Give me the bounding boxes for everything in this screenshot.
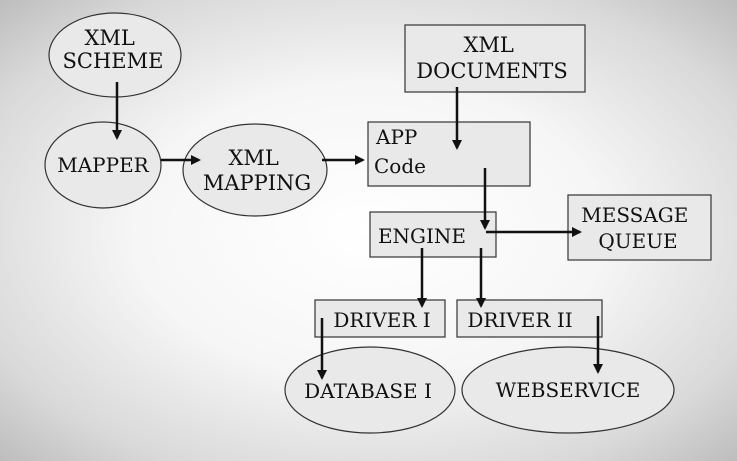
xml-mapping-node xyxy=(182,123,328,217)
xml-mapping-label-line-2: MAPPING xyxy=(203,171,311,195)
xml-documents-label-line-2: DOCUMENTS xyxy=(416,59,567,83)
app-code-label-line-1: APP xyxy=(375,125,417,149)
driver-1-label: DRIVER I xyxy=(333,308,430,332)
app-code-label-line-2: Code xyxy=(374,154,426,178)
message-queue-label: MESSAGE QUEUE xyxy=(581,203,695,253)
webservice-label: WEBSERVICE xyxy=(496,378,641,402)
xml-scheme-node xyxy=(48,12,182,98)
app-code-label: APP Code xyxy=(374,125,426,178)
xml-documents-label-line-1: XML xyxy=(463,33,513,57)
driver-1-label-line-1: DRIVER I xyxy=(333,308,430,332)
mapper-label-line-1: MAPPER xyxy=(57,153,149,177)
xml-scheme-label: XML SCHEME xyxy=(63,26,164,73)
driver-2-label-line-1: DRIVER II xyxy=(467,308,572,332)
driver-2-label: DRIVER II xyxy=(467,308,572,332)
database-1-node xyxy=(284,346,456,434)
database-1-label: DATABASE I xyxy=(304,379,432,403)
xml-documents-node xyxy=(404,24,586,93)
xml-documents-label: XML DOCUMENTS xyxy=(416,33,567,83)
app-code-node xyxy=(367,121,531,187)
webservice-label-line-1: WEBSERVICE xyxy=(496,378,641,402)
message-queue-label-line-1: MESSAGE xyxy=(581,203,688,227)
message-queue-label-line-2: QUEUE xyxy=(598,229,677,253)
mapper-node xyxy=(44,121,162,209)
xml-scheme-label-line-1: XML xyxy=(84,26,134,50)
xml-scheme-label-line-2: SCHEME xyxy=(63,49,164,73)
xml-mapping-label: XML MAPPING xyxy=(203,146,311,195)
database-1-label-line-1: DATABASE I xyxy=(304,379,432,403)
webservice-node xyxy=(461,346,675,434)
engine-label-line-1: ENGINE xyxy=(378,224,466,248)
mapper-label: MAPPER xyxy=(57,153,149,177)
message-queue-node xyxy=(567,194,712,261)
engine-label: ENGINE xyxy=(378,224,466,248)
xml-mapping-label-line-1: XML xyxy=(228,146,278,170)
engine-node xyxy=(369,211,497,258)
